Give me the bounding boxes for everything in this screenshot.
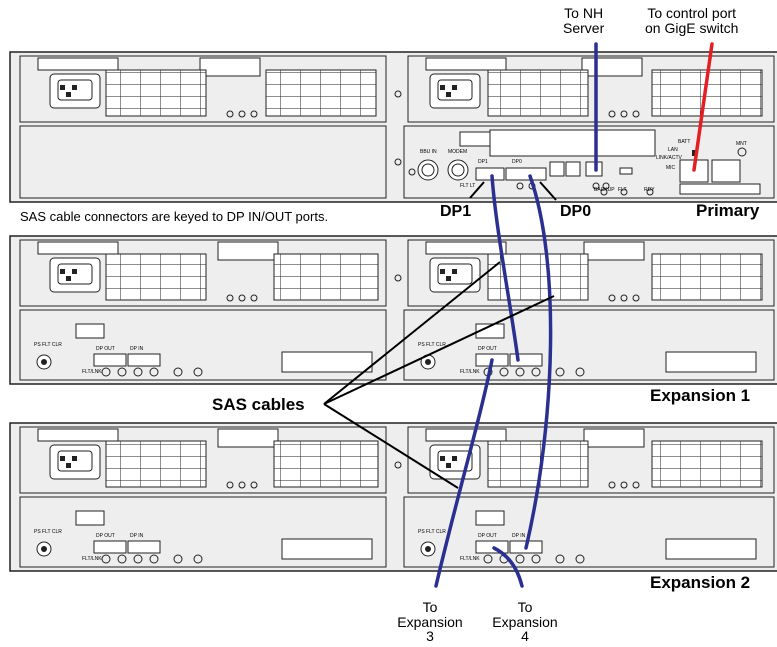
callout-nh-server: To NH Server bbox=[563, 5, 605, 36]
label-exp2-dp-out-right: DP OUT bbox=[478, 533, 497, 539]
sas-cables-label: SAS cables bbox=[212, 395, 305, 414]
sas-connector-note: SAS cable connectors are keyed to DP IN/… bbox=[20, 209, 329, 224]
label-exp2-dp-in-right: DP IN bbox=[512, 533, 526, 539]
label-exp1-dp-out-right: DP OUT bbox=[478, 346, 497, 352]
callout-expansion3: To Expansion 3 bbox=[397, 599, 463, 645]
gige-control-cable bbox=[692, 42, 714, 172]
label-mic: MIC bbox=[666, 165, 676, 171]
label-exp2-dp-out-left: DP OUT bbox=[96, 533, 115, 539]
sas-cable-exp2-to-exp4 bbox=[492, 546, 524, 588]
sas-cable-dp1-to-exp1 bbox=[490, 174, 520, 362]
label-mnt: MNT bbox=[736, 141, 747, 147]
primary-unit bbox=[9, 51, 777, 203]
sas-cable-dp0-to-exp2 bbox=[524, 174, 553, 550]
label-bbu-in: BBU IN bbox=[420, 149, 437, 155]
dp1-port-label: DP1 bbox=[440, 203, 472, 220]
callout-control-port: To control port on GigE switch bbox=[645, 5, 739, 36]
label-exp2-dp-in-left: DP IN bbox=[130, 533, 144, 539]
label-flt: FLT bbox=[618, 187, 627, 193]
primary-psu-left bbox=[19, 55, 387, 123]
label-exp1-dp-in-left: DP IN bbox=[130, 346, 144, 352]
label-batt: BATT bbox=[678, 139, 691, 145]
label-modem: MODEM bbox=[448, 149, 468, 155]
expansion1-unit bbox=[9, 235, 777, 385]
label-exp2-ps-flt-clr-right: PS FLT CLR bbox=[418, 529, 446, 535]
label-dp0-small: DP0 bbox=[512, 159, 522, 165]
label-exp2-flt-lnk-right: FLT/LNK bbox=[460, 556, 480, 562]
label-exp2-flt-lnk-left: FLT/LNK bbox=[82, 556, 102, 562]
label-flt-lt: FLT LT bbox=[460, 183, 476, 189]
dp0-port-label: DP0 bbox=[560, 203, 592, 220]
expansion2-label: Expansion 2 bbox=[650, 573, 751, 592]
label-exp1-dp-out-left: DP OUT bbox=[96, 346, 115, 352]
label-backup: BACKUP bbox=[594, 187, 615, 193]
sas-cable-exp1-to-exp3 bbox=[434, 358, 494, 588]
label-exp1-ps-flt-clr-left: PS FLT CLR bbox=[34, 342, 62, 348]
label-lan: LAN bbox=[668, 147, 678, 153]
label-dp1-small: DP1 bbox=[478, 159, 488, 165]
primary-psu-right bbox=[407, 55, 775, 123]
primary-controller bbox=[403, 125, 775, 199]
primary-label: Primary bbox=[696, 201, 760, 220]
label-rdy: RDY bbox=[644, 187, 655, 193]
label-exp2-ps-flt-clr-left: PS FLT CLR bbox=[34, 529, 62, 535]
expansion2-unit bbox=[9, 422, 777, 572]
expansion1-label: Expansion 1 bbox=[650, 386, 751, 405]
label-link-act: LINK/ACTV bbox=[656, 155, 682, 161]
callout-expansion4: To Expansion 4 bbox=[492, 599, 558, 645]
label-exp1-flt-lnk-right: FLT/LNK bbox=[460, 369, 480, 375]
label-exp1-flt-lnk-left: FLT/LNK bbox=[82, 369, 102, 375]
label-exp1-ps-flt-clr-right: PS FLT CLR bbox=[418, 342, 446, 348]
leader-lines bbox=[323, 181, 557, 489]
cables bbox=[434, 42, 714, 588]
